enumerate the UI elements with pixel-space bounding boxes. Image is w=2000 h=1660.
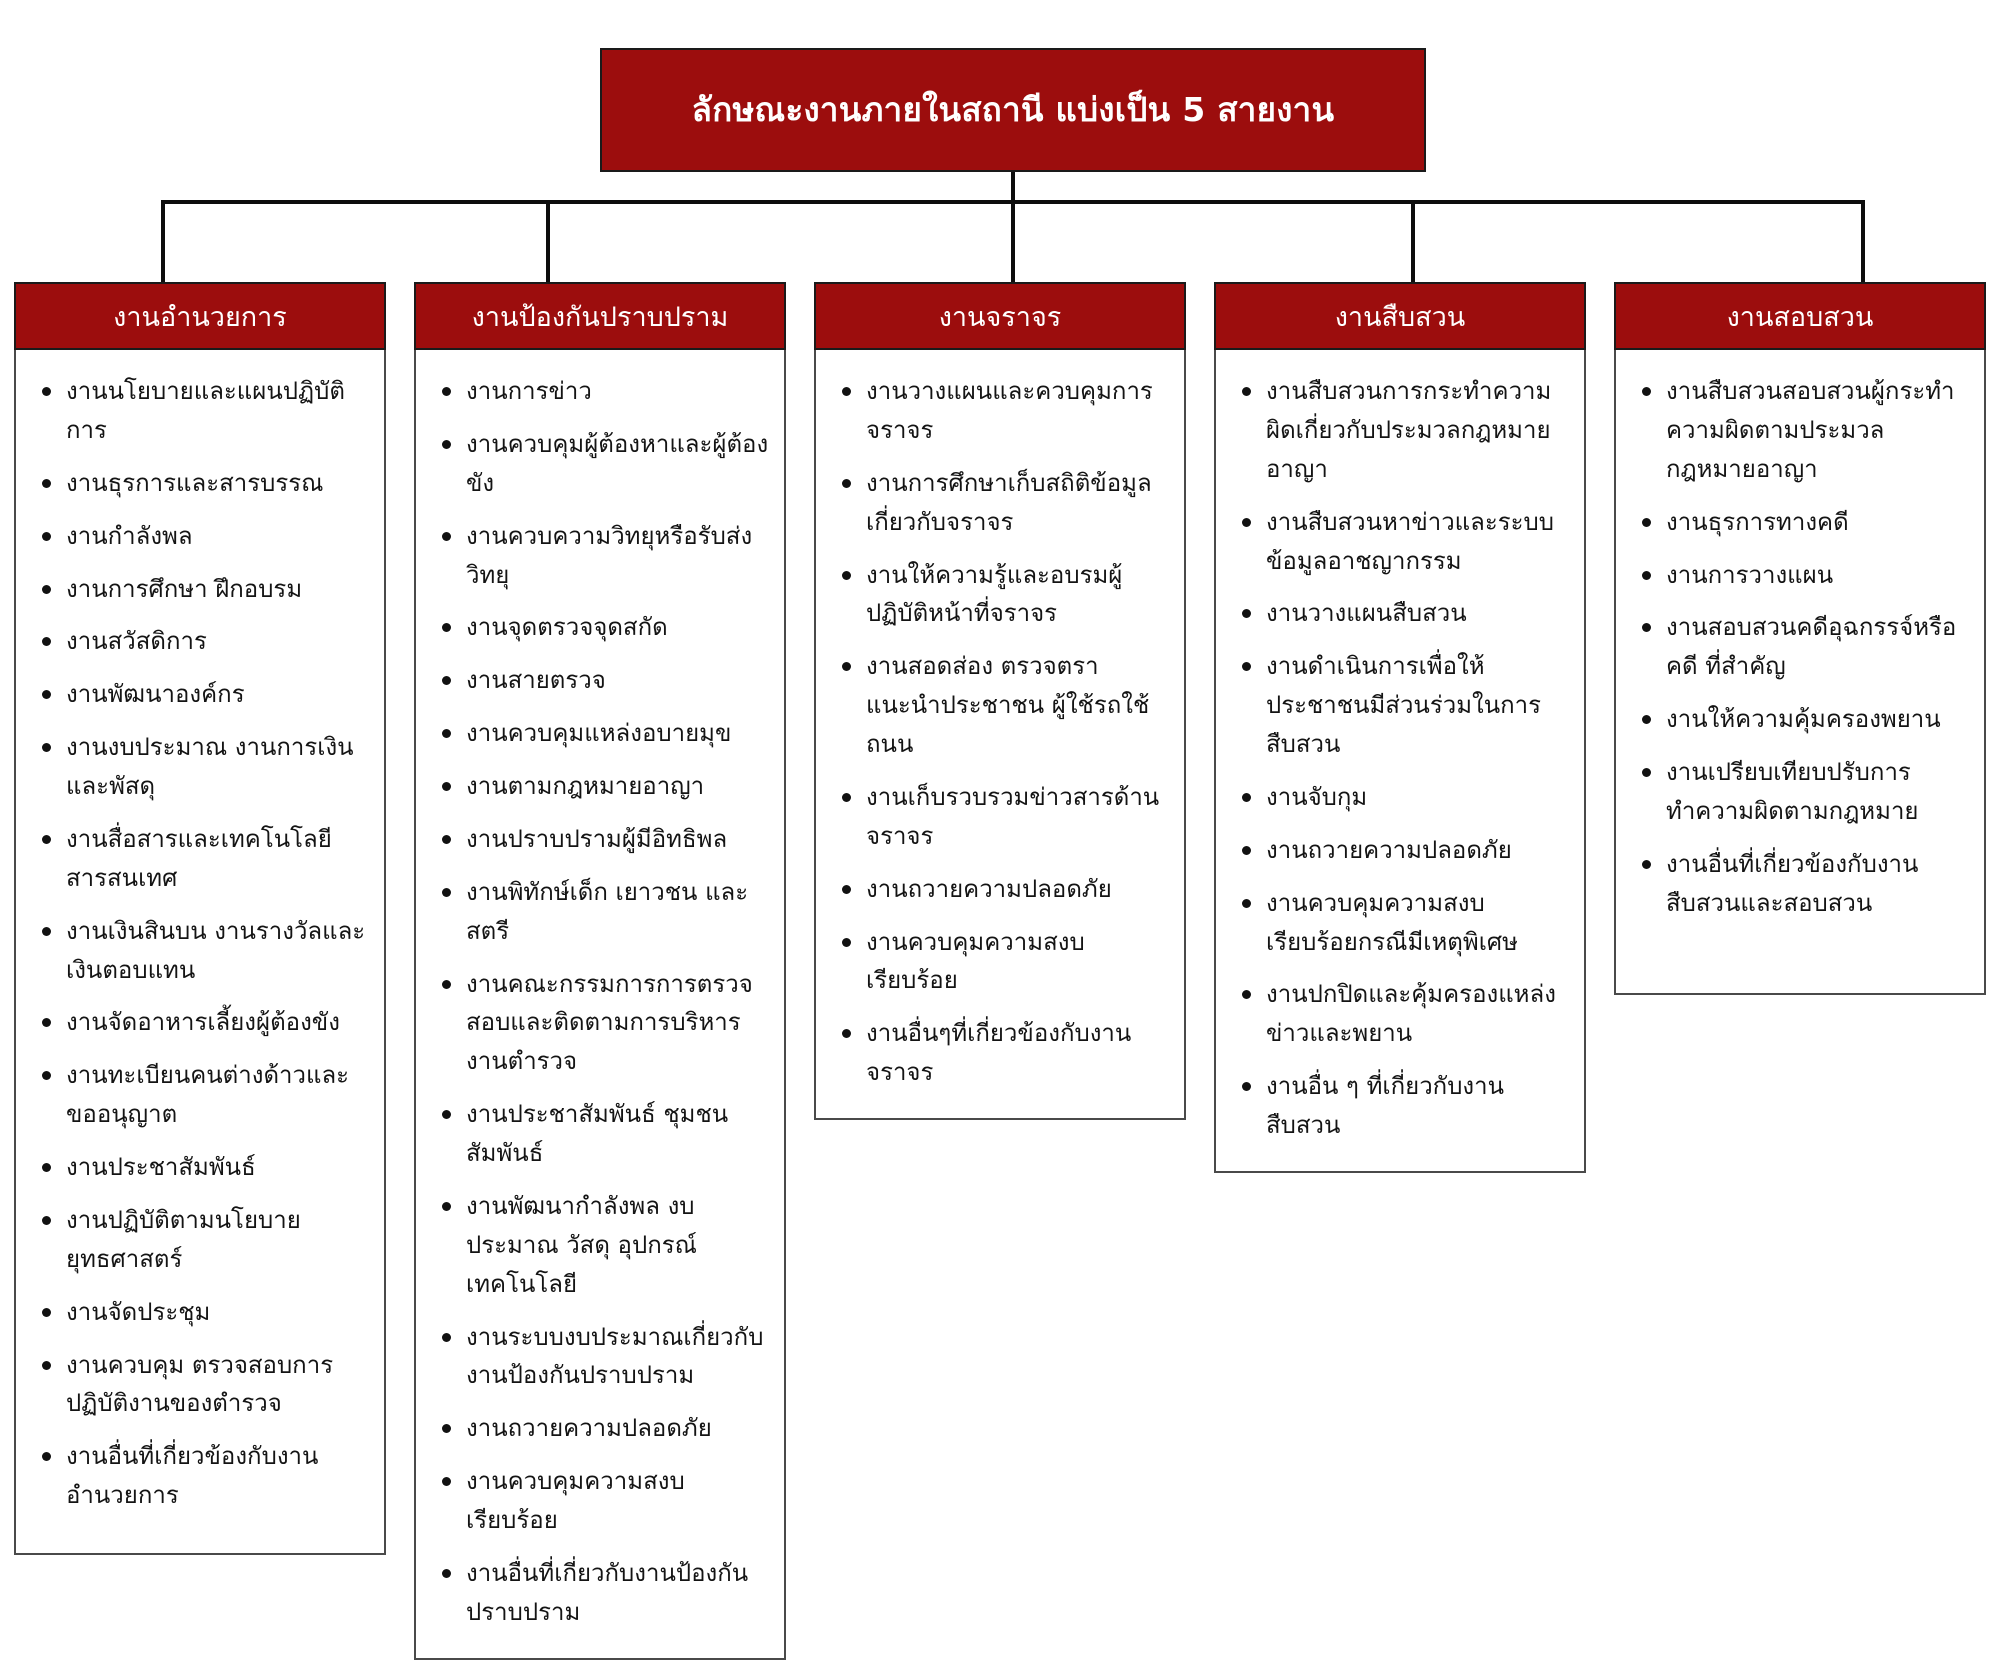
branch-header-inquiry[interactable]: งานสอบสวน bbox=[1614, 282, 1986, 350]
branch-column-inquiry: งานสอบสวน งานสืบสวนสอบสวนผู้กระทำความผิด… bbox=[1600, 282, 2000, 995]
list-item: งานพิทักษ์เด็ก เยาวชน และสตรี bbox=[420, 873, 774, 951]
list-item: งานการวางแผน bbox=[1620, 556, 1974, 595]
list-item: งานธุรการและสารบรรณ bbox=[20, 464, 374, 503]
list-item: งานคณะกรรมการการตรวจสอบและติดตามการบริหา… bbox=[420, 965, 774, 1082]
list-item: งานอื่น ๆ ที่เกี่ยวกับงานสืบสวน bbox=[1220, 1067, 1574, 1145]
task-list-administration: งานนโยบายและแผนปฏิบัติการ งานธุรการและสา… bbox=[20, 372, 374, 1515]
branch-column-traffic: งานจราจร งานวางแผนและควบคุมการจราจร งานก… bbox=[800, 282, 1200, 1120]
root-title: ลักษณะงานภายในสถานี แบ่งเป็น 5 สายงาน bbox=[691, 90, 1335, 130]
list-item: งานธุรการทางคดี bbox=[1620, 503, 1974, 542]
list-item: งานสอบสวนคดีอุฉกรรจ์หรือคดี ที่สำคัญ bbox=[1620, 608, 1974, 686]
list-item: งานการศึกษาเก็บสถิติข้อมูลเกี่ยวกับจราจร bbox=[820, 464, 1174, 542]
list-item: งานสื่อสารและเทคโนโลยีสารสนเทศ bbox=[20, 820, 374, 898]
list-item: งานดำเนินการเพื่อให้ประชาชนมีส่วนร่วมในก… bbox=[1220, 647, 1574, 764]
list-item: งานการศึกษา ฝึกอบรม bbox=[20, 570, 374, 609]
list-item: งานให้ความรู้และอบรมผู้ปฏิบัติหน้าที่จรา… bbox=[820, 556, 1174, 634]
list-item: งานงบประมาณ งานการเงินและพัสดุ bbox=[20, 728, 374, 806]
list-item: งานจุดตรวจจุดสกัด bbox=[420, 608, 774, 647]
list-item: งานถวายความปลอดภัย bbox=[820, 870, 1174, 909]
list-item: งานจัดประชุม bbox=[20, 1293, 374, 1332]
list-item: งานสายตรวจ bbox=[420, 661, 774, 700]
branch-connector-3 bbox=[1011, 200, 1015, 282]
list-item: งานวางแผนสืบสวน bbox=[1220, 594, 1574, 633]
list-item: งานควบคุมผู้ต้องหาและผู้ต้องขัง bbox=[420, 425, 774, 503]
branch-connector-2 bbox=[546, 200, 550, 282]
branch-body-administration: งานนโยบายและแผนปฏิบัติการ งานธุรการและสา… bbox=[14, 350, 386, 1555]
list-item: งานพัฒนากำลังพล งบประมาณ วัสดุ อุปกรณ์ เ… bbox=[420, 1187, 774, 1304]
list-item: งานเปรียบเทียบปรับการทำความผิดตามกฎหมาย bbox=[1620, 753, 1974, 831]
list-item: งานสืบสวนสอบสวนผู้กระทำความผิดตามประมวลก… bbox=[1620, 372, 1974, 489]
task-list-traffic: งานวางแผนและควบคุมการจราจร งานการศึกษาเก… bbox=[820, 372, 1174, 1092]
list-item: งานทะเบียนคนต่างด้าวและขออนุญาต bbox=[20, 1056, 374, 1134]
list-item: งานตามกฎหมายอาญา bbox=[420, 767, 774, 806]
list-item: งานสืบสวนหาข่าวและระบบข้อมูลอาชญากรรม bbox=[1220, 503, 1574, 581]
list-item: งานระบบงบประมาณเกี่ยวกับงานป้องกันปราบปร… bbox=[420, 1318, 774, 1396]
list-item: งานให้ความคุ้มครองพยาน bbox=[1620, 700, 1974, 739]
branch-body-inquiry: งานสืบสวนสอบสวนผู้กระทำความผิดตามประมวลก… bbox=[1614, 350, 1986, 995]
list-item: งานพัฒนาองค์กร bbox=[20, 675, 374, 714]
list-item: งานเงินสินบน งานรางวัลและเงินตอบแทน bbox=[20, 912, 374, 990]
branch-body-investigation: งานสืบสวนการกระทำความผิดเกี่ยวกับประมวลก… bbox=[1214, 350, 1586, 1173]
branch-column-prevention-suppression: งานป้องกันปราบปราม งานการข่าว งานควบคุมผ… bbox=[400, 282, 800, 1660]
branch-body-prevention-suppression: งานการข่าว งานควบคุมผู้ต้องหาและผู้ต้องข… bbox=[414, 350, 786, 1660]
branch-header-administration[interactable]: งานอำนวยการ bbox=[14, 282, 386, 350]
list-item: งานควบคุมแหล่งอบายมุข bbox=[420, 714, 774, 753]
branch-header-traffic[interactable]: งานจราจร bbox=[814, 282, 1186, 350]
branch-columns: งานอำนวยการ งานนโยบายและแผนปฏิบัติการ งา… bbox=[0, 282, 2000, 1660]
list-item: งานประชาสัมพันธ์ ชุมชนสัมพันธ์ bbox=[420, 1095, 774, 1173]
list-item: งานถวายความปลอดภัย bbox=[1220, 831, 1574, 870]
branch-connector-1 bbox=[161, 200, 165, 282]
list-item: งานอื่นที่เกี่ยวข้องกับงานสืบสวนและสอบสว… bbox=[1620, 845, 1974, 923]
branch-connector-4 bbox=[1411, 200, 1415, 282]
branch-column-investigation: งานสืบสวน งานสืบสวนการกระทำความผิดเกี่ยว… bbox=[1200, 282, 1600, 1173]
branch-connector-5 bbox=[1861, 200, 1865, 282]
list-item: งานอื่นที่เกี่ยวข้องกับงานอำนวยการ bbox=[20, 1437, 374, 1515]
list-item: งานวางแผนและควบคุมการจราจร bbox=[820, 372, 1174, 450]
branch-body-traffic: งานวางแผนและควบคุมการจราจร งานการศึกษาเก… bbox=[814, 350, 1186, 1120]
list-item: งานควบคุมความสงบเรียบร้อย bbox=[420, 1462, 774, 1540]
list-item: งานนโยบายและแผนปฏิบัติการ bbox=[20, 372, 374, 450]
list-item: งานจับกุม bbox=[1220, 778, 1574, 817]
task-list-investigation: งานสืบสวนการกระทำความผิดเกี่ยวกับประมวลก… bbox=[1220, 372, 1574, 1145]
list-item: งานอื่นที่เกี่ยวกับงานป้องกันปราบปราม bbox=[420, 1554, 774, 1632]
list-item: งานสืบสวนการกระทำความผิดเกี่ยวกับประมวลก… bbox=[1220, 372, 1574, 489]
list-item: งานการข่าว bbox=[420, 372, 774, 411]
task-list-inquiry: งานสืบสวนสอบสวนผู้กระทำความผิดตามประมวลก… bbox=[1620, 372, 1974, 923]
list-item: งานกำลังพล bbox=[20, 517, 374, 556]
list-item: งานควบคุม ตรวจสอบการปฏิบัติงานของตำรวจ bbox=[20, 1346, 374, 1424]
branch-header-investigation[interactable]: งานสืบสวน bbox=[1214, 282, 1586, 350]
list-item: งานปฏิบัติตามนโยบายยุทธศาสตร์ bbox=[20, 1201, 374, 1279]
list-item: งานปกปิดและคุ้มครองแหล่งข่าวและพยาน bbox=[1220, 975, 1574, 1053]
root-node: ลักษณะงานภายในสถานี แบ่งเป็น 5 สายงาน bbox=[600, 48, 1426, 172]
root-vertical-connector bbox=[1011, 172, 1015, 202]
list-item: งานควบความวิทยุหรือรับส่งวิทยุ bbox=[420, 517, 774, 595]
list-item: งานสอดส่อง ตรวจตรา แนะนำประชาชน ผู้ใช้รถ… bbox=[820, 647, 1174, 764]
list-item: งานประชาสัมพันธ์ bbox=[20, 1148, 374, 1187]
task-list-prevention-suppression: งานการข่าว งานควบคุมผู้ต้องหาและผู้ต้องข… bbox=[420, 372, 774, 1632]
branch-column-administration: งานอำนวยการ งานนโยบายและแผนปฏิบัติการ งา… bbox=[0, 282, 400, 1555]
list-item: งานควบคุมความสงบเรียบร้อย bbox=[820, 923, 1174, 1001]
list-item: งานอื่นๆที่เกี่ยวข้องกับงานจราจร bbox=[820, 1014, 1174, 1092]
list-item: งานควบคุมความสงบเรียบร้อยกรณีมีเหตุพิเศษ bbox=[1220, 884, 1574, 962]
list-item: งานปราบปรามผู้มีอิทธิพล bbox=[420, 820, 774, 859]
list-item: งานจัดอาหารเลี้ยงผู้ต้องขัง bbox=[20, 1003, 374, 1042]
branch-header-prevention-suppression[interactable]: งานป้องกันปราบปราม bbox=[414, 282, 786, 350]
list-item: งานถวายความปลอดภัย bbox=[420, 1409, 774, 1448]
list-item: งานสวัสดิการ bbox=[20, 622, 374, 661]
list-item: งานเก็บรวบรวมข่าวสารด้านจราจร bbox=[820, 778, 1174, 856]
